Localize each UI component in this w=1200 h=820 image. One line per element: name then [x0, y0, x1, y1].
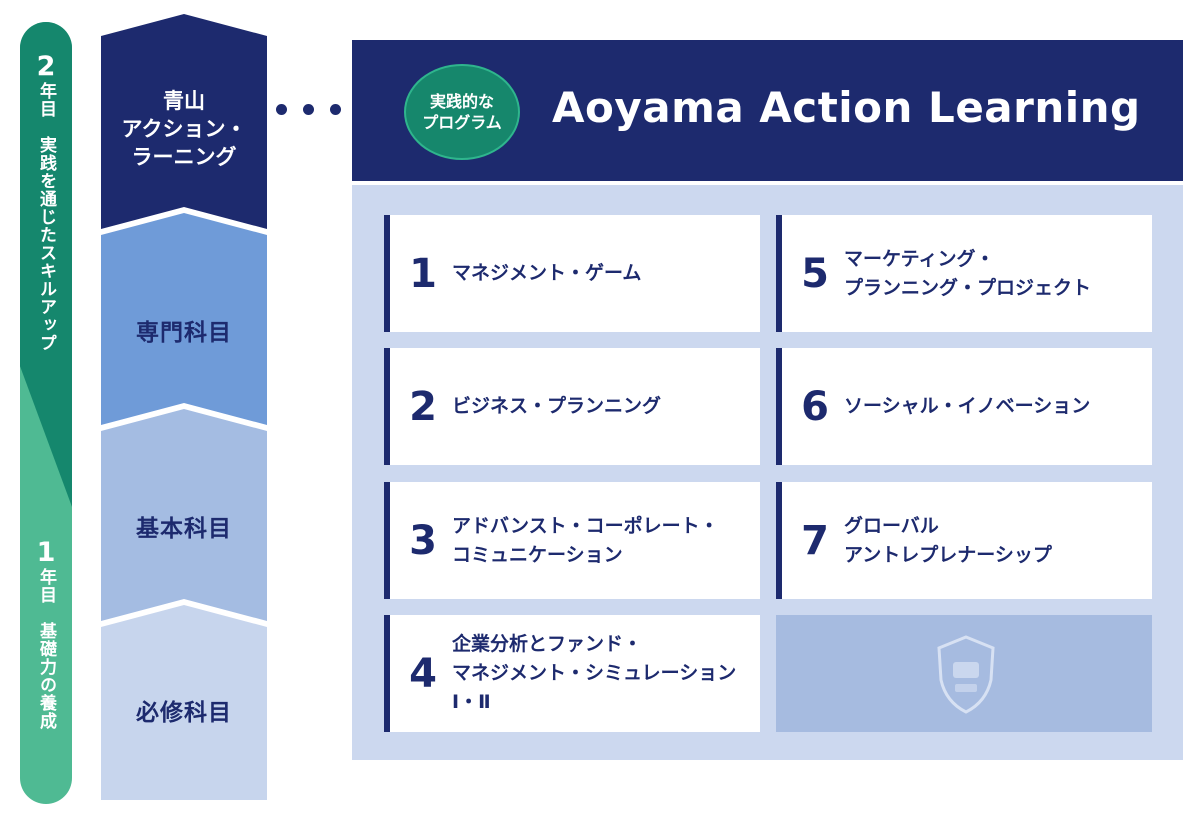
card-number: 3 [409, 517, 437, 564]
year1-text: 年目 基礎力の養成 [36, 568, 56, 730]
course-card-6: 6 ソーシャル・イノベーション [776, 348, 1152, 465]
course-card-5: 5 マーケティング・ プランニング・プロジェクト [776, 215, 1152, 332]
card-title: ソーシャル・イノベーション [844, 395, 1091, 417]
card-number: 7 [801, 517, 829, 564]
aal-line-2: アクション・ [121, 117, 247, 141]
card-number: 1 [409, 250, 437, 297]
course-stack: 青山 アクション・ ラーニング 専門科目 基本科目 必修科目 [101, 14, 267, 800]
practical-program-badge: 実践的な プログラム [404, 64, 520, 160]
year2-label: 2 年目 実践を通じたスキルアップ [20, 51, 72, 353]
card-title: 企業分析とファンド・ マネジメント・シミュレーションⅠ・Ⅱ [452, 633, 737, 713]
stack-block-action-learning: 青山 アクション・ ラーニング [101, 14, 267, 230]
kihon-label: 基本科目 [136, 516, 232, 542]
stack-block-hisshu: 必修科目 [101, 602, 267, 800]
senmon-label: 専門科目 [136, 320, 232, 346]
connector-dots [276, 104, 341, 115]
year1-number: 1 [36, 537, 56, 568]
dot [330, 104, 341, 115]
card-number: 6 [801, 383, 829, 430]
aal-line-3: ラーニング [131, 145, 237, 169]
year1-label: 1 年目 基礎力の養成 [20, 537, 72, 731]
year2-number: 2 [36, 51, 56, 82]
year2-text: 年目 実践を通じたスキルアップ [36, 82, 56, 352]
course-card-2: 2 ビジネス・プランニング [384, 348, 760, 465]
dot [303, 104, 314, 115]
course-card-7: 7 グローバル アントレプレナーシップ [776, 482, 1152, 599]
course-card-4: 4 企業分析とファンド・ マネジメント・シミュレーションⅠ・Ⅱ [384, 615, 760, 732]
card-number: 4 [409, 650, 437, 697]
shield-emblem-icon [937, 635, 995, 714]
card-title: マーケティング・ プランニング・プロジェクト [844, 247, 1092, 299]
hisshu-label: 必修科目 [136, 700, 232, 726]
card-title: グローバル アントレプレナーシップ [844, 514, 1052, 566]
card-number: 5 [801, 250, 829, 297]
stack-block-senmon: 専門科目 [101, 210, 267, 432]
program-title: Aoyama Action Learning [552, 83, 1141, 132]
badge-text: 実践的な プログラム [422, 92, 502, 132]
card-title: アドバンスト・コーポレート・ コミュニケーション [452, 514, 719, 566]
card-number: 2 [409, 383, 437, 430]
dot [276, 104, 287, 115]
year-progress-bar: 2 年目 実践を通じたスキルアップ 1 年目 基礎力の養成 [20, 22, 72, 804]
course-card-3: 3 アドバンスト・コーポレート・ コミュニケーション [384, 482, 760, 599]
aal-line-1: 青山 [162, 89, 205, 113]
card-title: ビジネス・プランニング [452, 395, 662, 417]
card-title: マネジメント・ゲーム [452, 262, 642, 284]
stack-block-kihon: 基本科目 [101, 406, 267, 628]
course-card-1: 1 マネジメント・ゲーム [384, 215, 760, 332]
